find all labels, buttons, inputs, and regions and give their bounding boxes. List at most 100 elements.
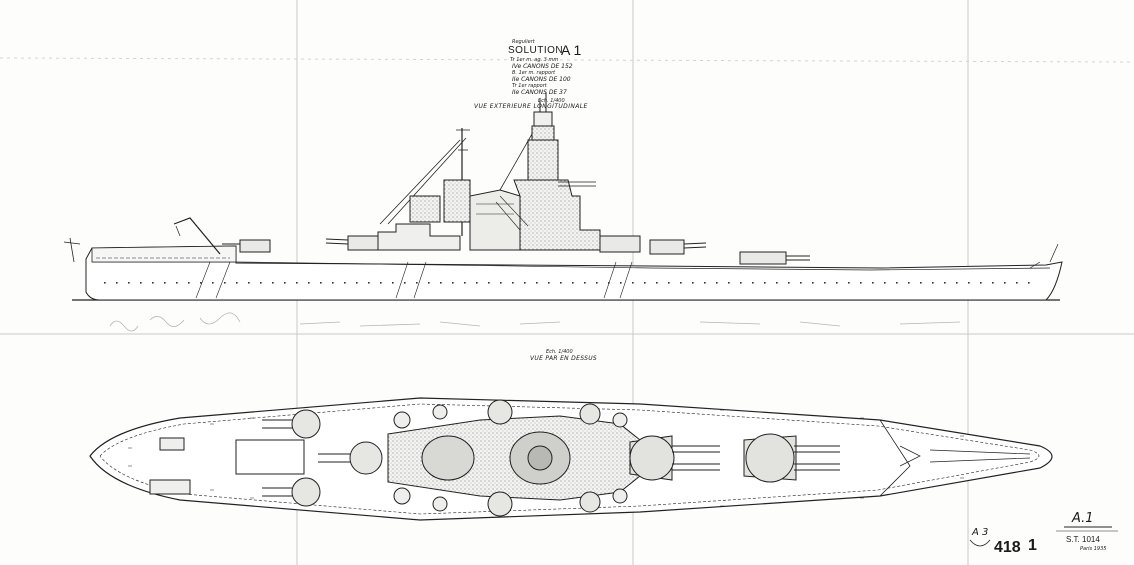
porthole: [428, 282, 430, 284]
forward-tower: [513, 179, 601, 251]
porthole: [572, 282, 574, 284]
porthole: [668, 282, 670, 284]
armament-note-5: Tr 1er rapport: [512, 83, 547, 89]
porthole: [536, 282, 538, 284]
funnel: [469, 189, 521, 251]
header-note: Reguliert: [512, 39, 535, 45]
porthole: [968, 282, 970, 284]
porthole: [284, 282, 286, 284]
porthole: [620, 282, 622, 284]
porthole: [308, 282, 310, 284]
porthole: [596, 282, 598, 284]
plan-view: [89, 397, 1053, 521]
armament-note-4: IIe CANONS DE 100: [512, 76, 571, 83]
porthole: [392, 282, 394, 284]
porthole: [752, 282, 754, 284]
porthole: [944, 282, 946, 284]
porthole: [1016, 282, 1018, 284]
porthole: [512, 282, 514, 284]
porthole: [788, 282, 790, 284]
porthole: [380, 282, 382, 284]
porthole: [488, 282, 490, 284]
porthole: [1004, 282, 1006, 284]
porthole: [440, 282, 442, 284]
armament-note-3: B. 1er m. rapport: [512, 70, 556, 76]
porthole: [1028, 282, 1030, 284]
side-view-title: VUE EXTERIEURE LONGITUDINALE: [474, 103, 588, 110]
side-view-scale: Ech. 1/400: [538, 98, 565, 104]
porthole: [632, 282, 634, 284]
portholes: [104, 282, 1030, 284]
porthole: [644, 282, 646, 284]
armament-note-2: IVe CANONS DE 152: [512, 63, 573, 70]
porthole: [992, 282, 994, 284]
porthole: [740, 282, 742, 284]
porthole: [920, 282, 922, 284]
design-code: A 1: [561, 42, 582, 58]
porthole: [980, 282, 982, 284]
porthole: [776, 282, 778, 284]
title-block-ref: S.T. 1014: [1066, 535, 1100, 544]
hull-outline: [85, 245, 1063, 301]
porthole: [764, 282, 766, 284]
porthole: [584, 282, 586, 284]
title-block-code: A.1: [1072, 511, 1094, 526]
porthole: [176, 282, 178, 284]
side-elevation: [63, 92, 1063, 301]
sheet-number: 418: [994, 539, 1021, 556]
porthole: [152, 282, 154, 284]
porthole: [896, 282, 898, 284]
porthole: [824, 282, 826, 284]
porthole: [260, 282, 262, 284]
porthole: [800, 282, 802, 284]
aft-crane: [173, 217, 221, 255]
porthole: [224, 282, 226, 284]
porthole: [140, 282, 142, 284]
porthole: [188, 282, 190, 284]
pencil-marks: [109, 312, 961, 332]
porthole: [356, 282, 358, 284]
porthole: [524, 282, 526, 284]
porthole: [680, 282, 682, 284]
sheet-index: 1: [1028, 537, 1037, 554]
margin-mark: A 3: [972, 527, 989, 538]
porthole: [272, 282, 274, 284]
design-title: SOLUTION: [508, 45, 564, 56]
porthole: [248, 282, 250, 284]
porthole: [104, 282, 106, 284]
porthole: [164, 282, 166, 284]
porthole: [128, 282, 130, 284]
porthole: [452, 282, 454, 284]
porthole: [860, 282, 862, 284]
porthole: [560, 282, 562, 284]
porthole: [884, 282, 886, 284]
title-block-date: Paris 1935: [1080, 546, 1107, 552]
porthole: [404, 282, 406, 284]
porthole: [716, 282, 718, 284]
porthole: [812, 282, 814, 284]
armament-note-1: Tr 1er m. ag. 3 mm: [510, 57, 559, 63]
porthole: [728, 282, 730, 284]
porthole: [872, 282, 874, 284]
porthole: [692, 282, 694, 284]
porthole: [956, 282, 958, 284]
porthole: [344, 282, 346, 284]
porthole: [368, 282, 370, 284]
porthole: [848, 282, 850, 284]
porthole: [656, 282, 658, 284]
porthole: [836, 282, 838, 284]
porthole: [320, 282, 322, 284]
porthole: [416, 282, 418, 284]
porthole: [464, 282, 466, 284]
title-block-lines: [969, 526, 1118, 547]
porthole: [236, 282, 238, 284]
porthole: [500, 282, 502, 284]
porthole: [212, 282, 214, 284]
porthole: [704, 282, 706, 284]
porthole: [932, 282, 934, 284]
porthole: [332, 282, 334, 284]
porthole: [116, 282, 118, 284]
aft-turret-pair: [291, 409, 383, 507]
porthole: [200, 282, 202, 284]
